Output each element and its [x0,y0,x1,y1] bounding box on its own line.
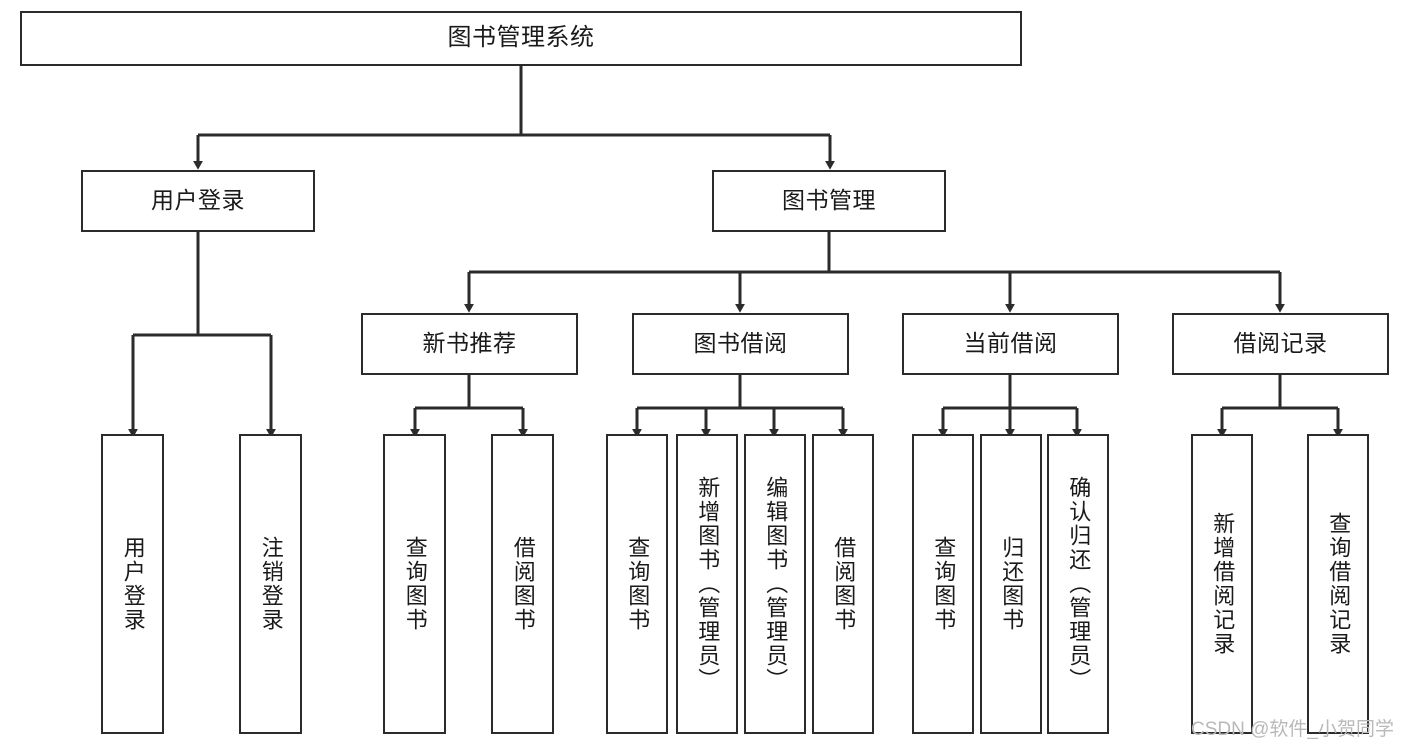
leaf-user-login-signout[interactable]: 注销登录 [239,434,302,734]
node-label: 查询图书 [625,536,651,632]
node-label: 用户登录 [151,187,245,214]
node-label: 用户登录 [120,536,146,632]
node-label: 新书推荐 [422,330,517,357]
leaf-book-borrow-edit-book-admin[interactable]: 编辑图书（管理员） [744,434,806,734]
leaf-book-borrow-borrow-book[interactable]: 借阅图书 [812,434,874,734]
node-label: 新增借阅记录 [1210,512,1236,656]
node-user-login[interactable]: 用户登录 [81,170,315,232]
leaf-new-book-borrow-book[interactable]: 借阅图书 [491,434,554,734]
node-label: 查询图书 [931,536,957,632]
node-label: 查询图书 [402,536,428,632]
leaf-user-login-signin[interactable]: 用户登录 [101,434,164,734]
leaf-current-borrow-query-book[interactable]: 查询图书 [912,434,974,734]
node-label: 图书借阅 [693,330,788,357]
node-label: 查询借阅记录 [1326,512,1352,656]
node-label: 借阅记录 [1233,330,1328,357]
leaf-book-borrow-add-book-admin[interactable]: 新增图书（管理员） [676,434,738,734]
node-current-borrowing[interactable]: 当前借阅 [902,313,1119,375]
node-book-borrowing[interactable]: 图书借阅 [632,313,849,375]
leaf-current-borrow-confirm-return-admin[interactable]: 确认归还（管理员） [1047,434,1109,734]
leaf-borrow-record-add-record[interactable]: 新增借阅记录 [1191,434,1253,734]
node-label: 当前借阅 [963,330,1058,357]
node-root-library-management-system[interactable]: 图书管理系统 [20,11,1022,66]
csdn-watermark: CSDN @软件_小贺同学 [1191,719,1394,740]
node-borrowing-record[interactable]: 借阅记录 [1172,313,1389,375]
leaf-borrow-record-query-record[interactable]: 查询借阅记录 [1307,434,1369,734]
node-label: 图书管理系统 [447,24,595,52]
leaf-current-borrow-return-book[interactable]: 归还图书 [980,434,1042,734]
node-label: 注销登录 [258,536,284,632]
node-label: 借阅图书 [510,536,536,632]
leaf-new-book-query-book[interactable]: 查询图书 [383,434,446,734]
node-label: 归还图书 [999,536,1025,632]
node-new-book-recommendation[interactable]: 新书推荐 [361,313,578,375]
node-label: 编辑图书（管理员） [763,476,789,692]
leaf-book-borrow-query-book[interactable]: 查询图书 [606,434,668,734]
node-label: 借阅图书 [831,536,857,632]
node-book-management[interactable]: 图书管理 [712,170,946,232]
node-label: 图书管理 [782,187,876,214]
node-label: 确认归还（管理员） [1066,476,1092,692]
node-label: 新增图书（管理员） [695,476,721,692]
